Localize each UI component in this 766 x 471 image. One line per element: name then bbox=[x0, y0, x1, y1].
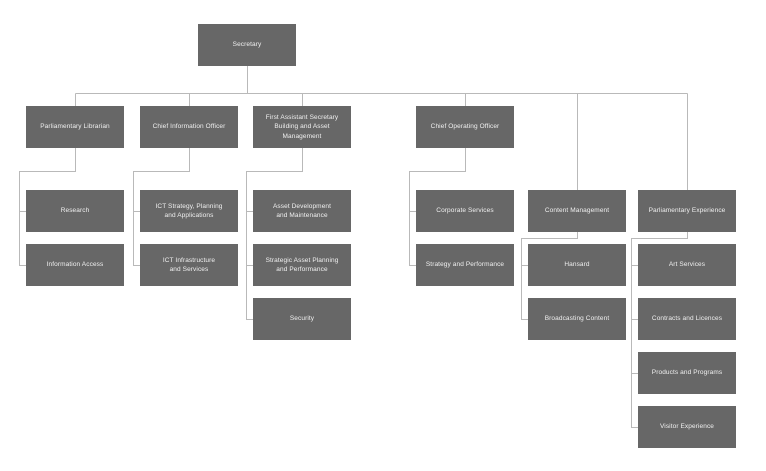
connector-branch-parliamentary-experience bbox=[631, 232, 688, 428]
node-ict-strategy-planning-and-applications: ICT Strategy, Planning and Applications bbox=[140, 190, 238, 232]
node-ict-infrastructure-and-services: ICT Infrastructure and Services bbox=[140, 244, 238, 286]
node-corporate-services: Corporate Services bbox=[416, 190, 514, 232]
node-secretary: Secretary bbox=[198, 24, 296, 66]
node-information-access: Information Access bbox=[26, 244, 124, 286]
node-parliamentary-librarian: Parliamentary Librarian bbox=[26, 106, 124, 148]
node-chief-information-officer: Chief Information Officer bbox=[140, 106, 238, 148]
node-first-assistant-secretary-building-and-asset-management: First Assistant Secretary Building and A… bbox=[253, 106, 351, 148]
node-chief-operating-officer: Chief Operating Officer bbox=[416, 106, 514, 148]
node-strategic-asset-planning-and-performance: Strategic Asset Planning and Performance bbox=[253, 244, 351, 286]
node-art-services: Art Services bbox=[638, 244, 736, 286]
node-strategy-and-performance: Strategy and Performance bbox=[416, 244, 514, 286]
node-visitor-experience: Visitor Experience bbox=[638, 406, 736, 448]
node-asset-development-and-maintenance: Asset Development and Maintenance bbox=[253, 190, 351, 232]
node-contracts-and-licences: Contracts and Licences bbox=[638, 298, 736, 340]
connector-branch-chief-information-officer bbox=[133, 148, 190, 266]
node-parliamentary-experience: Parliamentary Experience bbox=[638, 190, 736, 232]
node-security: Security bbox=[253, 298, 351, 340]
node-products-and-programs: Products and Programs bbox=[638, 352, 736, 394]
node-broadcasting-content: Broadcasting Content bbox=[528, 298, 626, 340]
node-hansard: Hansard bbox=[528, 244, 626, 286]
connector-branch-content-management bbox=[521, 232, 578, 320]
node-research: Research bbox=[26, 190, 124, 232]
connector-branch-chief-operating-officer bbox=[409, 148, 466, 266]
node-content-management: Content Management bbox=[528, 190, 626, 232]
connector-branch-first-assistant-secretary bbox=[246, 148, 303, 320]
connector-branch-parliamentary-librarian bbox=[19, 148, 76, 266]
